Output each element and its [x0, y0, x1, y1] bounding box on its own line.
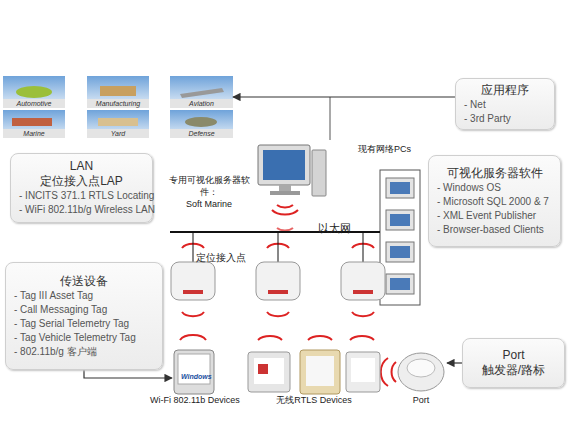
app-box: 应用程序- Net- 3rd Party [455, 78, 555, 130]
list-item: - Tag III Asset Tag [14, 289, 154, 303]
tile-label: Manufacturing [87, 99, 149, 108]
box-heading: 可视化服务器软件 [437, 166, 552, 181]
icon-caption: Port [395, 394, 447, 406]
box-heading: LAN [19, 159, 144, 174]
box-heading: Port [471, 348, 556, 363]
tile-card: Automotive [3, 76, 65, 108]
free-label: 以太网 [318, 221, 351, 236]
tile-card: Defense [170, 110, 233, 138]
port-device: Port [395, 350, 447, 394]
tile-pictures [3, 76, 233, 138]
box-heading: 触发器/路标 [471, 363, 556, 378]
server-computer: 专用可视化服务器软件：Soft Marine [255, 140, 327, 202]
server-computer-icon [258, 145, 326, 196]
box-heading: 传送设备 [14, 274, 154, 289]
transmit-device-box: 传送设备- Tag III Asset Tag- Call Messaging … [5, 262, 163, 370]
list-item: - XML Event Publisher [437, 209, 552, 223]
wifi-device: Wi-Fi 802.11b Devices [172, 348, 216, 394]
tile-card: Aviation [170, 76, 233, 108]
arrow-connector [233, 96, 455, 97]
server-software-box: 可视化服务器软件- Windows OS- Microsoft SQL 2000… [428, 155, 561, 247]
link-line [330, 97, 331, 140]
list-item: - INCITS 371.1 RTLS Locating [19, 189, 144, 203]
list-item: - Windows OS [437, 181, 552, 195]
access-points [171, 262, 385, 300]
rtls-device: 无线RTLS Devices [246, 348, 382, 394]
tile-label: Automotive [3, 99, 65, 108]
list-item: - Browser-based Clients [437, 223, 552, 237]
list-item: - Call Messaging Tag [14, 303, 154, 317]
free-label: 定位接入点 [196, 251, 246, 265]
list-item: - WiFi 802.11b/g Wireless LAN [19, 203, 144, 217]
icon-caption: 现有网络PCs [358, 143, 411, 155]
list-item: - Net [464, 98, 546, 112]
caption-text: 现有网络PCs [358, 143, 411, 155]
list-item: - 3rd Party [464, 112, 546, 126]
port-box: Port触发器/路标 [462, 338, 565, 388]
pc-group: 现有网络PCs [380, 170, 420, 305]
arrow-connector [84, 370, 172, 378]
list-item: - Microsoft SQL 2000 & 7 [437, 195, 552, 209]
list-item: - Tag Serial Telemetry Tag [14, 317, 154, 331]
tile-card: Yard [87, 110, 149, 138]
caption-text: Soft Marine [167, 198, 251, 210]
caption-text: Wi-Fi 802.11b Devices [150, 394, 238, 406]
caption-text: 专用可视化服务器软件： [167, 174, 251, 198]
caption-text: 无线RTLS Devices [246, 394, 382, 406]
pc-column [380, 170, 420, 305]
tile-label: Aviation [170, 99, 233, 108]
box-heading: 定位接入点LAP [19, 174, 144, 189]
free-label: Windows [181, 373, 212, 380]
device-icons [174, 350, 444, 394]
icon-caption: 专用可视化服务器软件：Soft Marine [167, 174, 251, 210]
lan-box: LAN定位接入点LAP- INCITS 371.1 RTLS Locating-… [10, 153, 153, 223]
tile-label: Yard [87, 129, 149, 138]
tile-label: Defense [170, 129, 233, 138]
tile-label: Marine [3, 129, 65, 138]
icon-caption: 无线RTLS Devices [246, 394, 382, 406]
tile-card: Manufacturing [87, 76, 149, 108]
tile-card: Marine [3, 110, 65, 138]
box-heading: 应用程序 [464, 83, 546, 98]
list-item: - 802.11b/g 客户端 [14, 345, 154, 359]
arrow-connector [447, 362, 462, 363]
icon-caption: Wi-Fi 802.11b Devices [150, 394, 238, 406]
list-item: - Tag Vehicle Telemetry Tag [14, 331, 154, 345]
caption-text: Port [395, 394, 447, 406]
